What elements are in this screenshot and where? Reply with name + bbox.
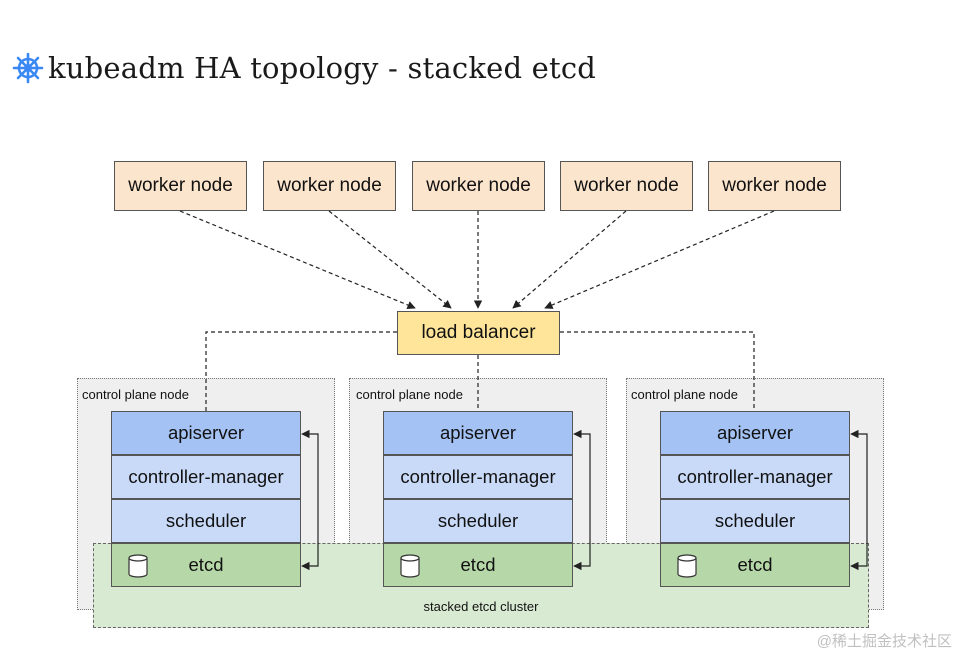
- database-icon: [677, 554, 697, 578]
- apiserver-etcd-link: [850, 429, 868, 571]
- page-title: kubeadm HA topology - stacked etcd: [48, 51, 597, 85]
- apiserver-etcd-link: [301, 429, 319, 571]
- apiserver-etcd-link: [573, 429, 591, 571]
- apiserver-box: apiserver: [383, 411, 573, 455]
- title-row: kubeadm HA topology - stacked etcd: [12, 48, 596, 88]
- etcd-box: etcd: [660, 543, 850, 587]
- control-plane-label: control plane node: [82, 387, 189, 402]
- lb-link: [205, 331, 397, 411]
- watermark: @稀土掘金技术社区: [816, 633, 952, 650]
- controller-manager-box: controller-manager: [383, 455, 573, 499]
- controller-manager-box: controller-manager: [660, 455, 850, 499]
- control-plane-label: control plane node: [356, 387, 463, 402]
- kubernetes-helm-icon: [12, 52, 44, 84]
- database-icon: [400, 554, 420, 578]
- controller-manager-box: controller-manager: [111, 455, 301, 499]
- load-balancer: load balancer: [397, 311, 560, 355]
- worker-node: worker node: [114, 161, 247, 211]
- worker-link: [544, 210, 775, 309]
- worker-link: [179, 210, 416, 309]
- etcd-label: etcd: [460, 554, 496, 575]
- etcd-label: etcd: [737, 554, 773, 575]
- apiserver-box: apiserver: [111, 411, 301, 455]
- apiserver-box: apiserver: [660, 411, 850, 455]
- worker-link: [328, 210, 452, 309]
- scheduler-box: scheduler: [660, 499, 850, 543]
- etcd-box: etcd: [383, 543, 573, 587]
- etcd-box: etcd: [111, 543, 301, 587]
- worker-node: worker node: [412, 161, 545, 211]
- worker-link: [512, 210, 627, 309]
- lb-link: [560, 331, 755, 411]
- worker-node: worker node: [560, 161, 693, 211]
- etcd-label: etcd: [188, 554, 224, 575]
- scheduler-box: scheduler: [111, 499, 301, 543]
- worker-node: worker node: [708, 161, 841, 211]
- etcd-cluster-label: stacked etcd cluster: [423, 599, 539, 614]
- scheduler-box: scheduler: [383, 499, 573, 543]
- database-icon: [128, 554, 148, 578]
- control-plane-label: control plane node: [631, 387, 738, 402]
- worker-node: worker node: [263, 161, 396, 211]
